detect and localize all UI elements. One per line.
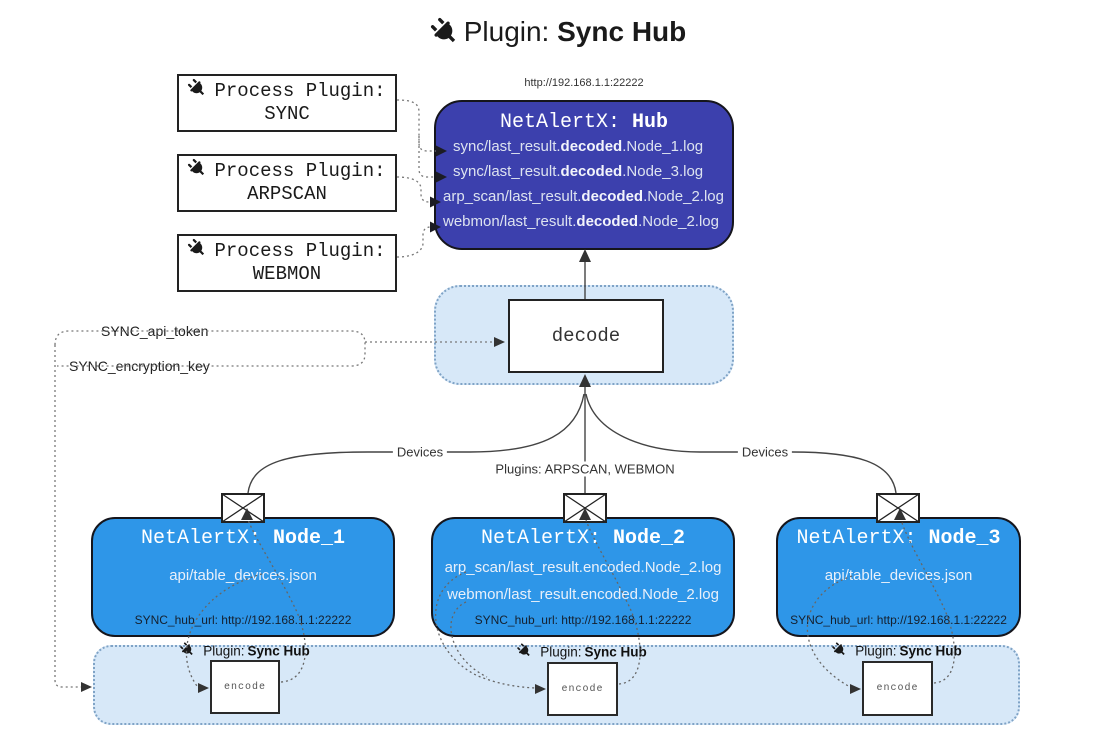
plug-icon [832, 642, 846, 660]
hub-box: NetAlertX: Hub sync/last_result.decoded.… [434, 100, 734, 250]
edge-node1-to-decode [247, 393, 585, 494]
decode-label: decode [551, 325, 621, 347]
decode-box: decode [508, 299, 664, 373]
node-title: NetAlertX: Node_1 [140, 527, 346, 550]
process-plugin-name: ARPSCAN [247, 183, 327, 205]
title-bold: Sync Hub [557, 16, 687, 47]
edge-arpscan-to-hub [396, 176, 433, 203]
hub-log-line: sync/last_result.decoded.Node_1.log [453, 138, 704, 155]
encode-label-text: encode [876, 683, 919, 694]
node-hub-url: SYNC_hub_url: http://192.168.1.1:22222 [790, 613, 1007, 627]
node-title: NetAlertX: Node_3 [796, 527, 1001, 550]
encode-plugin-label: Plugin: Sync Hub [832, 642, 962, 660]
hub-log-line: sync/last_result.decoded.Node_3.log [453, 163, 704, 180]
process-plugin-label: Process Plugin: [214, 160, 386, 182]
devices-left-label: Devices [392, 444, 448, 460]
plug-icon [517, 643, 531, 661]
encode-label-text: encode [561, 683, 604, 695]
hub-log-line: arp_scan/last_result.decoded.Node_2.log [443, 188, 724, 205]
process-plugin-label: Process Plugin: [214, 240, 386, 262]
process-plugin-webmon: Process Plugin: WEBMON [177, 234, 397, 292]
node-2-box: NetAlertX: Node_2 arp_scan/last_result.e… [431, 517, 735, 637]
envelope-icon [221, 493, 265, 523]
process-plugin-arpscan: Process Plugin: ARPSCAN [177, 154, 397, 212]
node-file: webmon/last_result.encoded.Node_2.log [447, 586, 719, 603]
hub-name-prefix: NetAlertX: [499, 111, 632, 134]
plug-icon [188, 78, 206, 103]
process-plugin-name: SYNC [264, 103, 310, 125]
encode-box-3: encode [862, 661, 933, 716]
edge-sync-to-hub-1 [396, 99, 436, 152]
plug-icon [180, 642, 194, 660]
sync-encryption-key-label: SYNC_encryption_key [64, 358, 215, 374]
diagram-title: Plugin: Sync Hub [0, 16, 1117, 52]
hub-url-label: http://192.168.1.1:22222 [524, 77, 644, 89]
plug-icon [188, 158, 206, 183]
edge-node3-to-decode [585, 393, 897, 494]
edge-webmon-to-hub [396, 226, 433, 258]
node-3-box: NetAlertX: Node_3 api/table_devices.json… [776, 517, 1021, 637]
sync-api-token-label: SYNC_api_token [96, 323, 214, 339]
hub-title: NetAlertX: Hub [436, 111, 732, 134]
node-file: arp_scan/last_result.encoded.Node_2.log [444, 559, 722, 576]
title-prefix: Plugin: [463, 16, 558, 47]
encode-plugin-label: Plugin: Sync Hub [517, 643, 647, 661]
node-hub-url: SYNC_hub_url: http://192.168.1.1:22222 [134, 613, 352, 627]
node-1-box: NetAlertX: Node_1 api/table_devices.json… [91, 517, 395, 637]
process-plugin-label: Process Plugin: [214, 80, 386, 102]
encode-box-1: encode [210, 660, 280, 714]
node-file: api/table_devices.json [169, 567, 317, 584]
devices-right-label: Devices [737, 444, 793, 460]
hub-name: Hub [632, 111, 669, 134]
encode-plugin-label: Plugin: Sync Hub [180, 642, 310, 660]
plug-icon [188, 238, 206, 263]
hub-log-line: webmon/last_result.decoded.Node_2.log [443, 213, 719, 230]
edge-token-down [54, 345, 82, 688]
arrowhead-encode-panel [81, 682, 92, 692]
node-hub-url: SYNC_hub_url: http://192.168.1.1:22222 [474, 613, 692, 627]
node-title: NetAlertX: Node_2 [480, 527, 686, 550]
arrowhead-hub [579, 249, 591, 262]
plugins-center-label: Plugins: ARPSCAN, WEBMON [491, 461, 679, 477]
encode-label-text: encode [223, 681, 266, 693]
envelope-icon [563, 493, 607, 523]
envelope-icon [876, 493, 920, 523]
encode-box-2: encode [547, 662, 618, 716]
node-file: api/table_devices.json [824, 567, 973, 584]
process-plugin-name: WEBMON [252, 263, 322, 285]
plug-icon [430, 17, 458, 52]
process-plugin-sync: Process Plugin: SYNC [177, 74, 397, 132]
